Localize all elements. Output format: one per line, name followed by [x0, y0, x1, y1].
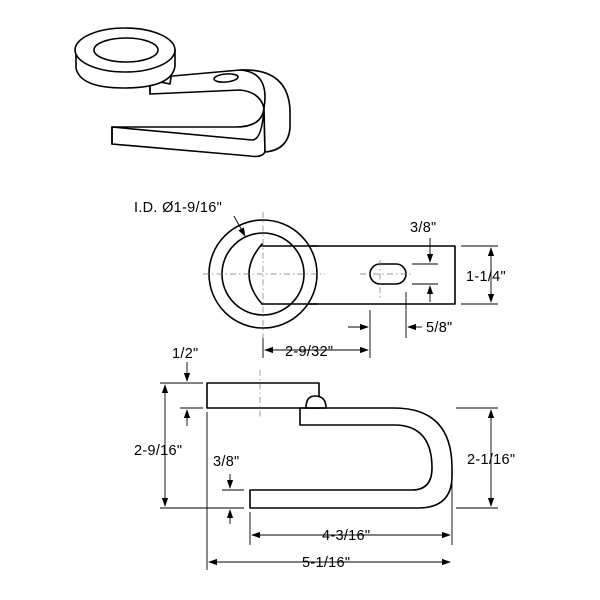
label-inner-height: 2-1/16": [467, 452, 515, 468]
label-overall-length: 5-1/16": [302, 555, 350, 571]
isometric-view: [74, 27, 291, 158]
label-strap-thickness: 3/8": [213, 454, 240, 470]
label-slot-length: 5/8": [426, 320, 453, 336]
side-plate: [206, 382, 320, 409]
side-view: [206, 370, 453, 509]
top-strap: [299, 245, 456, 305]
label-strap-length: 4-3/16": [322, 528, 370, 544]
dimension-labels: I.D. Ø1-9/16" 3/8" 1-1/4" 5/8" 2-9/32" 1…: [134, 200, 515, 571]
label-inner-diameter: I.D. Ø1-9/16": [134, 200, 222, 216]
top-view: [203, 212, 456, 338]
dimensions: [160, 215, 498, 570]
side-u-strap: [249, 407, 453, 509]
label-plate-thickness: 1/2": [172, 346, 199, 362]
label-overall-height: 2-9/16": [134, 443, 182, 459]
label-slot-width: 3/8": [410, 220, 437, 236]
label-strap-width: 1-1/4": [466, 269, 506, 285]
label-hole-to-slot: 2-9/32": [285, 344, 333, 360]
iso-slot: [213, 73, 239, 83]
iso-lower-arm: [111, 107, 266, 158]
iso-ring-hole: [93, 37, 159, 63]
